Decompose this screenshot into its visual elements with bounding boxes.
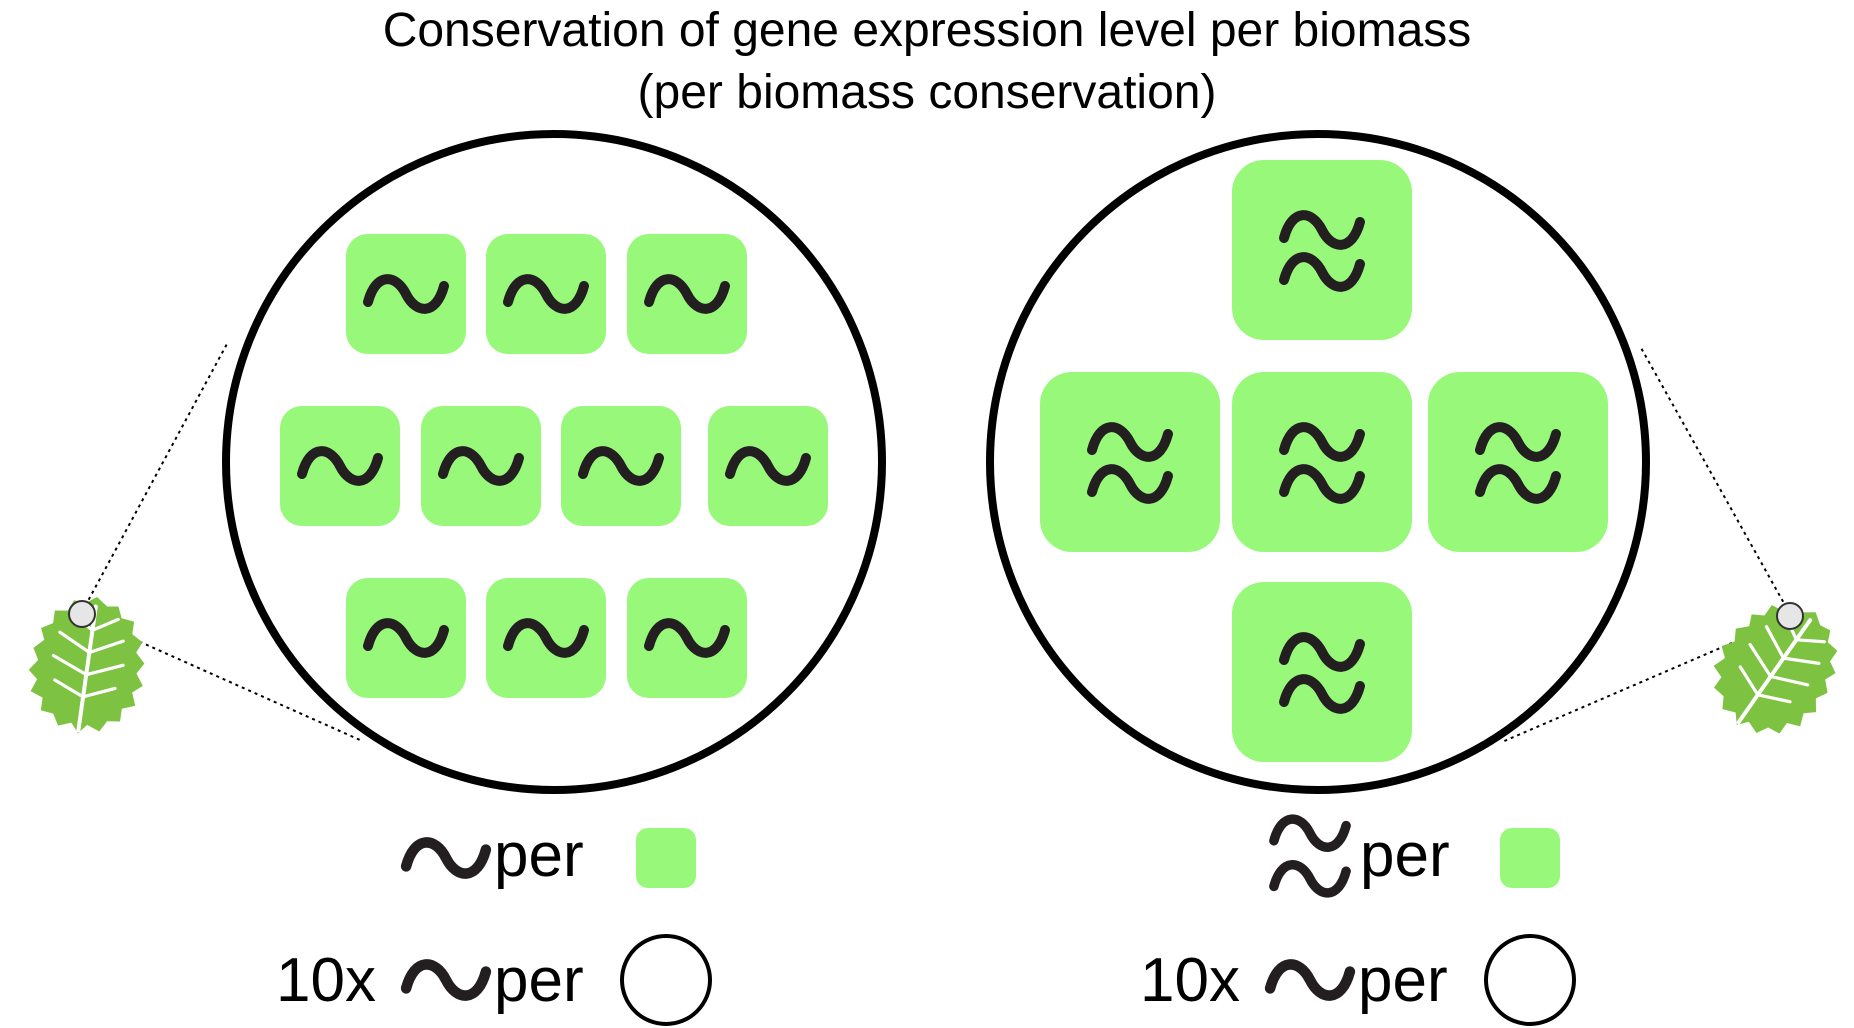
legend-multiplier-label: 10x: [1140, 946, 1240, 1015]
cell-square-icon: [346, 578, 466, 698]
sample-point-right: [1776, 602, 1804, 630]
figure-title: Conservation of gene expression level pe…: [0, 0, 1854, 124]
cell-square-icon: [421, 406, 541, 526]
cell-square-icon: [561, 406, 681, 526]
cell-square-icon: [486, 234, 606, 354]
cell-square-icon: [1232, 582, 1412, 762]
cell-square-icon: [627, 578, 747, 698]
double-tilde-icon: [1274, 819, 1346, 893]
leaf-icon-right: [1690, 579, 1854, 758]
sample-circle-icon: [620, 934, 712, 1026]
legend-per-label: per: [1358, 946, 1448, 1015]
title-line-2: (per biomass conservation): [637, 66, 1217, 119]
cell-square-icon: [1232, 372, 1412, 552]
zoom-lines-right: [1501, 345, 1791, 743]
cell-square-icon: [1500, 828, 1560, 888]
cell-square-icon: [708, 406, 828, 526]
sample-circle-icon: [1484, 934, 1576, 1026]
tilde-icon: [406, 964, 486, 995]
cell-square-icon: [627, 234, 747, 354]
left-panel-cells: [280, 234, 828, 698]
legend-per-label: per: [1360, 821, 1450, 890]
cell-square-icon: [1040, 372, 1220, 552]
right-panel-cells: [1040, 160, 1608, 762]
legend-multiplier-label: 10x: [276, 946, 376, 1015]
left-legend: per 10x per: [276, 821, 712, 1026]
cell-square-icon: [636, 828, 696, 888]
tilde-icon: [406, 842, 486, 873]
cell-square-icon: [280, 406, 400, 526]
cell-square-icon: [486, 578, 606, 698]
legend-per-label: per: [494, 946, 584, 1015]
cell-square-icon: [1232, 160, 1412, 340]
cell-square-icon: [1428, 372, 1608, 552]
cell-square-icon: [346, 234, 466, 354]
sample-point-left: [68, 600, 96, 628]
right-legend: per 10x per: [1140, 819, 1576, 1026]
legend-per-label: per: [494, 821, 584, 890]
title-line-1: Conservation of gene expression level pe…: [382, 4, 1472, 57]
tilde-icon: [1270, 964, 1350, 995]
